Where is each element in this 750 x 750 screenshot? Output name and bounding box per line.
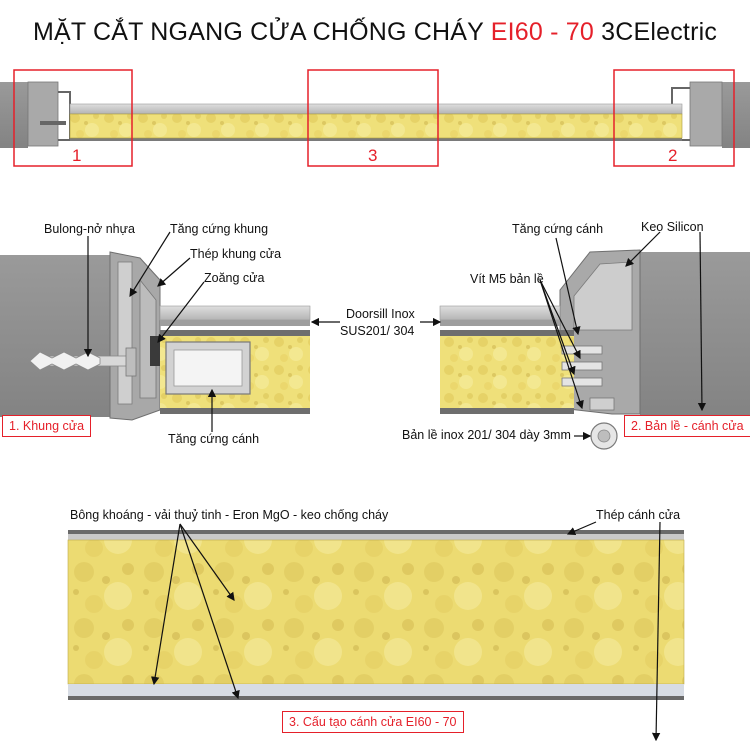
detail2-screw-1	[561, 345, 603, 355]
detail-2-hinge	[439, 249, 750, 450]
callout-box-2	[613, 69, 735, 167]
title-main: MẶT CẮT NGANG CỬA CHỐNG CHÁY	[32, 18, 491, 46]
callout-number-3: 3	[368, 146, 378, 165]
label-core: Bông khoáng - vải thuỷ tinh - Eron MgO -…	[70, 508, 389, 522]
label-leaf-reinforce-2: Tăng cứng cánh	[512, 222, 604, 236]
label-leaf-steel: Thép cánh cửa	[596, 508, 681, 522]
section-label-frame: 1. Khung cửa	[2, 415, 92, 437]
overview-core	[70, 114, 682, 138]
callout-box-3	[307, 69, 439, 167]
label-leaf-reinforce-1: Tăng cứng cánh	[168, 432, 260, 446]
callout-number-2: 2	[668, 146, 678, 165]
label-silicone: Keo Silicon	[641, 220, 704, 234]
label-doorsill-line2: SUS201/ 304	[340, 324, 415, 338]
overview-section	[0, 69, 750, 167]
detail2-wall	[640, 252, 750, 417]
label-screw: Vít M5 bản lề	[470, 272, 544, 286]
section-label-hinge: 2. Bản lề - cánh cửa	[624, 415, 750, 437]
label-gasket: Zoăng cửa	[204, 271, 265, 285]
section-label-leaf: 3. Cấu tạo cánh cửa EI60 - 70	[282, 711, 464, 733]
label-frame-reinforce: Tăng cứng khung	[170, 222, 269, 236]
detail2-screw-2	[561, 361, 603, 371]
leader-lines	[83, 231, 707, 742]
title-brand: 3CElectric	[593, 18, 718, 46]
label-bolt: Bulong-nở nhựa	[44, 222, 135, 236]
detail1-wall	[0, 255, 110, 417]
callout-box-1	[13, 69, 133, 167]
label-doorsill-line1: Doorsill Inox	[346, 307, 415, 321]
label-frame-steel: Thép khung cửa	[190, 247, 282, 261]
detail2-core	[440, 336, 574, 408]
callout-number-1: 1	[72, 146, 82, 165]
title-accent: EI60 - 70	[490, 18, 594, 46]
overview-wall-right	[722, 82, 750, 148]
detail3-core	[68, 540, 684, 684]
diagram-title: MẶT CẮT NGANG CỬA CHỐNG CHÁY EI60 - 70 3…	[0, 18, 750, 47]
detail1-gasket	[150, 336, 162, 366]
detail-3-leaf	[67, 530, 685, 700]
label-hinge: Bản lề inox 201/ 304 dày 3mm	[402, 428, 571, 442]
detail2-screw-3	[561, 377, 603, 387]
detail-1-frame	[0, 251, 311, 421]
